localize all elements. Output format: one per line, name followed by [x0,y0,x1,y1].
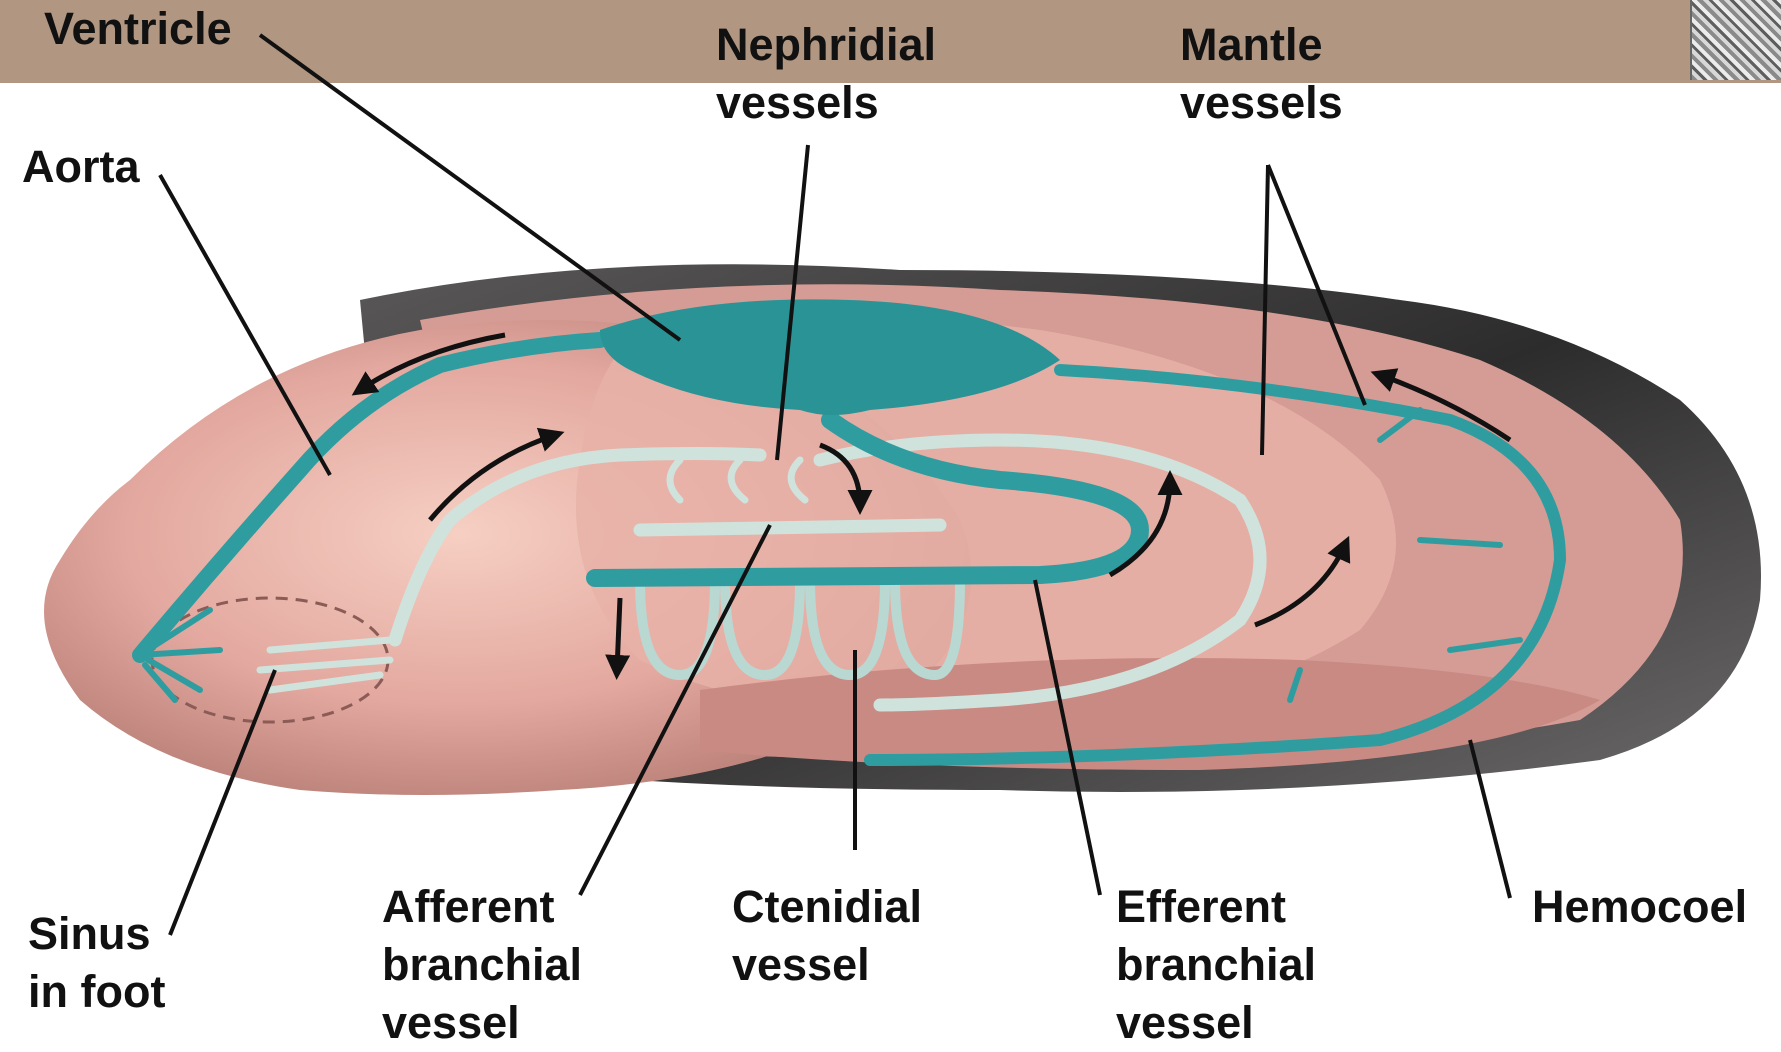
afferent-branchial-vessel-label: Afferent branchial vessel [382,878,582,1052]
hemocoel-label: Hemocoel [1532,878,1747,936]
ventricle-label: Ventricle [44,0,232,58]
ctenidial-vessel-label: Ctenidial vessel [732,878,922,994]
mantle-vessels-label: Mantle vessels [1180,16,1343,132]
efferent-branchial-vessel-label: Efferent branchial vessel [1116,878,1316,1052]
aorta-label: Aorta [22,138,140,196]
nephridial-vessels-label: Nephridial vessels [716,16,936,132]
sinus-in-foot-label: Sinus in foot [28,905,165,1021]
